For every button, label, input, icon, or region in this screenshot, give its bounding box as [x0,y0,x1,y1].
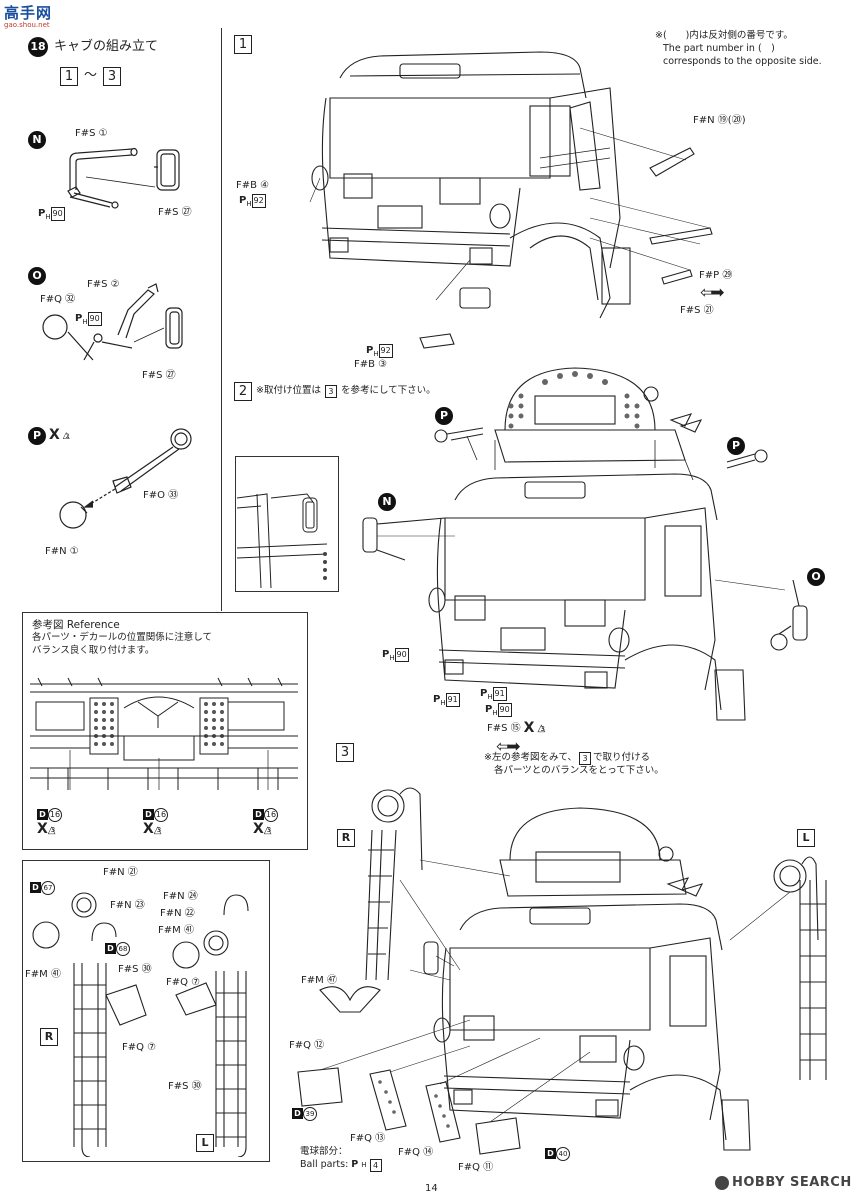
ladder-fn22: F#N ㉒ [160,908,195,919]
ladder-box [22,860,270,1162]
step2-inset-drawing [237,493,328,588]
part-o-fs27: F#S ㉗ [142,370,176,381]
range-separator: 〜 [84,68,98,84]
part-n-fs1: F#S ① [75,128,108,139]
range-to: 3 [103,67,122,86]
hobby-search-watermark: HOBBY SEARCH [715,1175,852,1190]
step-number-badge: 18 [28,37,48,57]
part-n-label: N [28,128,46,149]
part-o-fs2: F#S ② [87,279,120,290]
step3-l-label: L [797,826,815,847]
step1-fb4: F#B ④ [236,180,270,191]
double-arrow-icon: ⇦➡ [700,283,725,303]
cab-step2-drawing [362,367,808,721]
step3-fm67: F#M ㊼ [301,975,337,986]
ladder-l-label: L [196,1131,214,1152]
page-number: 14 [425,1183,438,1194]
reference-line2: バランス良く取り付けます。 [32,644,155,656]
part-o-label: O [28,264,46,285]
ladder-fm61-top: F#M ㊶ [158,925,194,936]
step1-number: 1 [234,33,252,54]
step1-fn19: F#N ⑲(⑳) [693,115,746,126]
ladder-r-label: R [40,1025,58,1046]
lamp-p-drawing [59,428,192,529]
range-from: 1 [60,67,78,86]
step3-r-label: R [337,826,355,847]
column-divider [221,28,222,611]
step2-p-label-right: P [727,434,745,455]
step2-o-label: O [807,565,825,586]
site-logo: 高手网 gao.shou.net [4,2,52,29]
step3-fq14: F#Q ⑭ [398,1147,434,1158]
watermark-logo-icon [715,1175,729,1190]
mirror-n-drawing [67,147,180,209]
mirror-o-drawing [42,283,183,361]
step2-double-arrow-icon: ⇦➡ [496,737,521,757]
step2-p-label-left: P [435,404,453,425]
step1-fb3: F#B ③ [354,359,388,370]
step3-number: 3 [336,741,354,762]
step3-fq12: F#Q ⑫ [289,1040,325,1051]
step1-fp29: F#P ㉙ [699,270,733,281]
part-p-fn1: F#N ① [45,546,79,557]
warning-triangle-icon: △2 [62,431,70,441]
ladder-fm61: F#M ㊶ [25,969,61,980]
note-opposite-side: ※( )内は反対側の番号です。 The part number in ( ) c… [655,30,822,67]
reference-text: 参考図 Reference 各パーツ・デカールの位置関係に注意して バランス良く… [32,618,212,658]
ladder-fn21: F#N ㉑ [103,867,138,878]
step2-inset [235,456,339,592]
reference-grille-drawing [30,677,298,790]
logo-text: 高手网 [4,4,53,22]
ladder-drawing [32,892,249,1157]
ladder-fn24: F#N ㉔ [163,891,198,902]
ladder-fs30: F#S ㉚ [118,964,152,975]
ladder-fq7a: F#Q ⑦ [122,1042,157,1053]
cab-step1-drawing [309,51,713,349]
part-p-label: P X △2 [28,427,70,445]
logo-subtext: gao.shou.net [4,21,50,29]
reference-box [22,612,308,850]
reference-line1: 各パーツ・デカールの位置関係に注意して [32,632,213,644]
step1-fs21: F#S ㉑ [680,305,714,316]
part-n-fs27: F#S ㉗ [158,207,192,218]
step-range: 1 〜 3 [60,67,122,86]
cab-step3-drawing [297,787,827,1155]
step-header: 18 キャブの組み立て [28,37,158,57]
step2-note2: ※左の参考図をみて、 3 で取り付ける 各パーツとのバランスをとって下さい。 [484,752,664,776]
reference-title: 参考図 Reference [32,619,120,631]
part-p-fo33: F#O ㉝ [143,490,179,501]
step2-header: 2 ※取付け位置は 3 を参考にして下さい。 [234,382,436,401]
ladder-fq7b: F#Q ⑦ [166,977,201,988]
step-title: キャブの組み立て [54,38,159,54]
part-o-fq32: F#Q ㉜ [40,294,76,305]
step2-n-label: N [378,490,396,511]
ladder-fs30b: F#S ㉚ [168,1081,202,1092]
ladder-fn23: F#N ㉓ [110,900,145,911]
step3-fq13: F#Q ⑬ [350,1133,386,1144]
step3-fq11: F#Q ⑪ [458,1162,494,1173]
step2-fs15: F#S ⑮ X △3 [487,720,546,736]
